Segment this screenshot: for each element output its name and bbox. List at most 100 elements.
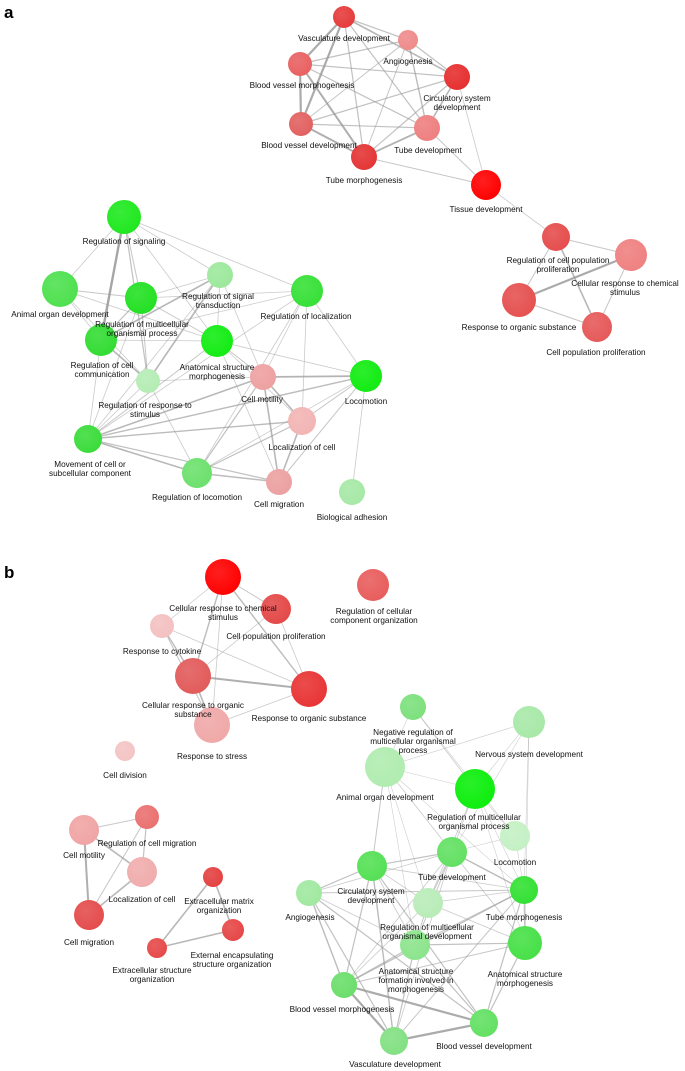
- node-label-line: Tube morphogenesis: [326, 176, 403, 185]
- edge-angio-tubedev: [407, 39, 428, 129]
- edge-vasc-circ: [343, 16, 458, 78]
- node-label-line: substance: [174, 710, 212, 719]
- edge-circ-bvd: [300, 76, 458, 125]
- node-tissue: [471, 170, 501, 200]
- edge-regresp-regloco: [147, 380, 198, 474]
- edge-locomotion-bioadh: [351, 375, 367, 493]
- node-label-b_stress: Response to stress: [177, 752, 247, 761]
- node-label-line: Blood vessel morphogenesis: [290, 1005, 395, 1014]
- node-label-locomotion: Locomotion: [345, 397, 388, 406]
- node-label-line: Cell motility: [241, 395, 284, 404]
- node-b_resporg: [291, 671, 327, 707]
- node-label-line: proliferation: [537, 265, 580, 274]
- node-label-line: Regulation of multicellular: [380, 923, 474, 932]
- node-label-line: Response to cytokine: [123, 647, 202, 656]
- node-label-line: Blood vessel development: [261, 141, 357, 150]
- node-label-animorg: Animal organ development: [11, 310, 109, 319]
- node-label-line: transduction: [196, 301, 241, 310]
- edge-anatmorph-cellmig: [216, 340, 280, 483]
- edge-vasc-tubemorph: [343, 16, 365, 158]
- node-angio: [398, 30, 418, 50]
- node-label-line: Regulation of multicellular: [95, 320, 189, 329]
- edge-b_animorg-b_regmulti2: [384, 766, 429, 904]
- node-b_motility: [69, 815, 99, 845]
- edge-b_animorg-b_tubemorph: [384, 766, 525, 891]
- node-label-line: Biological adhesion: [317, 513, 388, 522]
- node-label-line: Vasculature development: [298, 34, 391, 43]
- node-label-line: Localization of cell: [109, 895, 176, 904]
- node-label-line: Anatomical structure: [180, 363, 255, 372]
- node-label-b_nervous: Nervous system development: [475, 750, 584, 759]
- node-regmulti: [125, 282, 157, 314]
- edge-movement-cellmig: [87, 438, 280, 483]
- edge-regcellcomm-anatmorph: [100, 339, 218, 342]
- edge-animorg-anatmorph: [59, 288, 218, 342]
- node-label-line: Animal organ development: [11, 310, 109, 319]
- edge-regmulti-movement: [87, 297, 142, 440]
- node-label-line: multicellular organismal: [370, 737, 456, 746]
- edge-locomotion-regloco: [196, 375, 367, 474]
- node-b_regmulti2: [413, 888, 443, 918]
- edge-regmulti-regloc: [140, 290, 308, 299]
- node-b_anatmorph: [508, 926, 542, 960]
- node-movement: [74, 425, 102, 453]
- panel-b-label: b: [4, 563, 14, 582]
- node-label-line: Circulatory system: [337, 887, 405, 896]
- edge-b_cellresp-b_resporg: [222, 576, 310, 690]
- node-label-b_loccell: Localization of cell: [109, 895, 176, 904]
- node-label-resporg: Response to organic substance: [462, 323, 577, 332]
- node-b_extstruct: [147, 938, 167, 958]
- node-label-line: component organization: [330, 616, 418, 625]
- node-label-line: Regulation of signal: [182, 292, 254, 301]
- node-b_cytokine: [150, 614, 174, 638]
- node-cellprol: [582, 312, 612, 342]
- node-b_tubedev: [437, 837, 467, 867]
- edge-b_nervous-b_animorg: [384, 721, 530, 768]
- node-cellmig: [266, 469, 292, 495]
- edge-b_circ-b_bvm: [343, 865, 373, 986]
- nodes-layer: [42, 6, 647, 1055]
- edge-b_angio-b_bvm: [308, 892, 345, 986]
- node-label-line: Regulation of cellular: [336, 607, 413, 616]
- node-label-b_tubemorph: Tube morphogenesis: [486, 913, 563, 922]
- node-label-b_cellprol: Cell population proliferation: [226, 632, 326, 641]
- node-label-line: Anatomical structure: [379, 967, 454, 976]
- edge-regsig-regcellcomm: [99, 216, 126, 341]
- edge-cellresp-resporg: [518, 253, 632, 302]
- node-label-b_vasc: Vasculature development: [349, 1060, 442, 1069]
- edge-b_bvm-b_bvd: [343, 983, 485, 1025]
- edge-regcellprol-cellprol: [555, 236, 598, 328]
- edge-bvm-tubemorph: [299, 63, 365, 158]
- node-label-b_bvd: Blood vessel development: [436, 1042, 532, 1051]
- node-label-b_animorg: Animal organ development: [336, 793, 434, 802]
- node-label-line: Regulation of signaling: [83, 237, 166, 246]
- node-cellresp: [615, 239, 647, 271]
- edge-locomotion-cellmig: [278, 375, 367, 483]
- edge-regloc-movement: [87, 290, 308, 440]
- edge-anatmorph-locomotion: [216, 340, 367, 377]
- node-label-b_celldiv: Cell division: [103, 771, 147, 780]
- node-regloco: [182, 458, 212, 488]
- node-label-line: Regulation of localization: [260, 312, 351, 321]
- labels-layer: Vasculature developmentAngiogenesisBlood…: [11, 34, 679, 1069]
- node-label-line: Tube morphogenesis: [486, 913, 563, 922]
- edge-b_anatform-b_bvd: [414, 944, 485, 1024]
- node-label-b_bvm: Blood vessel morphogenesis: [290, 1005, 395, 1014]
- node-b_loccell: [127, 857, 157, 887]
- node-b_nervous: [513, 706, 545, 738]
- edge-b_anatform-b_vasc: [393, 944, 416, 1042]
- edge-circ-tissue: [456, 76, 487, 186]
- node-label-line: organization: [197, 906, 242, 915]
- edge-b_regmulti2-b_bvm: [343, 902, 429, 986]
- node-label-cellmig: Cell migration: [254, 500, 304, 509]
- node-regcellcomm: [85, 324, 117, 356]
